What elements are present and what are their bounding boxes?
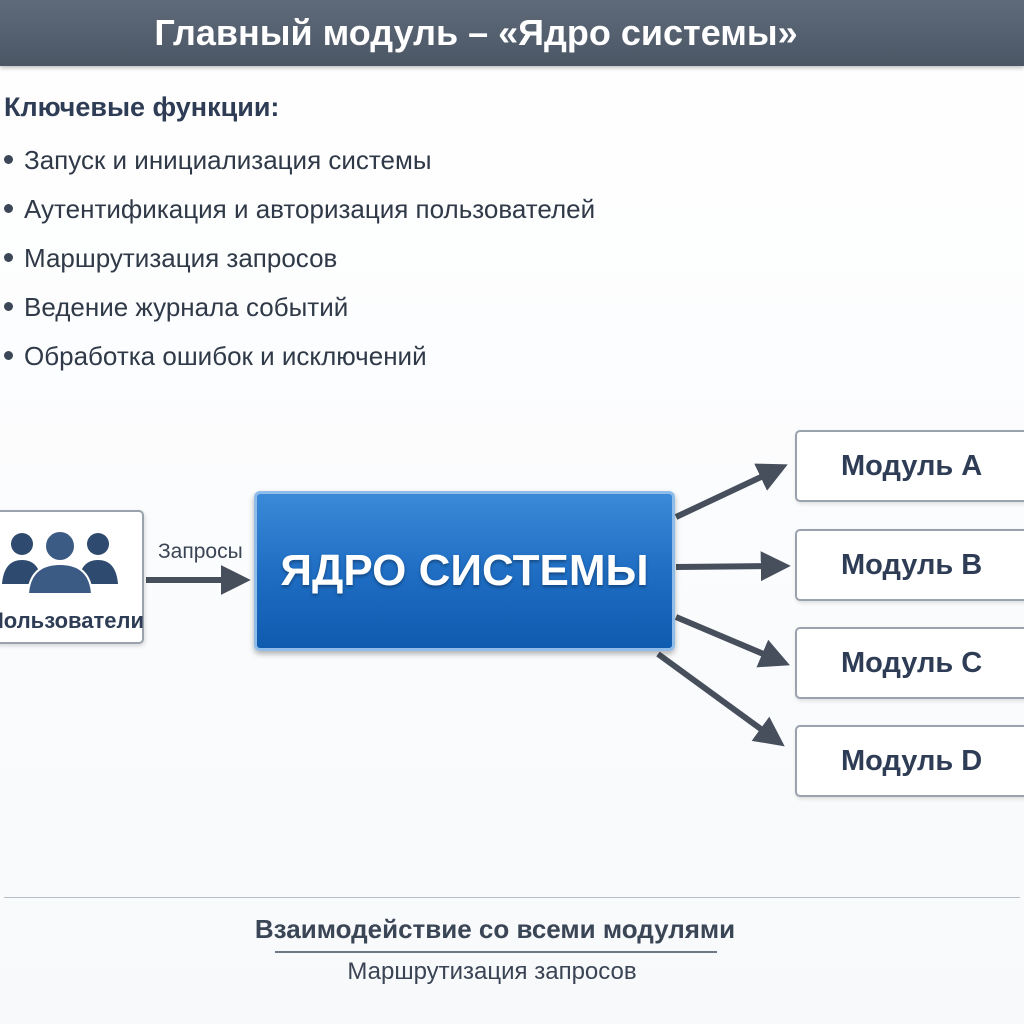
bullet-icon bbox=[4, 204, 13, 213]
module-label: Модуль C bbox=[841, 647, 983, 679]
module-node-c: Модуль C bbox=[795, 627, 1024, 699]
list-item: Запуск и инициализация системы bbox=[0, 140, 595, 189]
bullet-icon bbox=[4, 351, 13, 360]
bullet-icon bbox=[4, 155, 13, 164]
core-label: ЯДРО СИСТЕМЫ bbox=[280, 546, 649, 595]
module-node-b: Модуль B bbox=[795, 529, 1024, 601]
module-node-a: Модуль A bbox=[795, 430, 1024, 502]
module-label: Модуль B bbox=[841, 549, 983, 581]
list-item: Обработка ошибок и исключений bbox=[0, 336, 595, 385]
module-label: Модуль A bbox=[841, 450, 983, 482]
users-node: Пользователи bbox=[0, 510, 144, 644]
requests-edge-label: Запросы bbox=[158, 540, 243, 563]
function-text: Обработка ошибок и исключений bbox=[24, 341, 427, 371]
bullet-icon bbox=[4, 302, 13, 311]
list-item: Аутентификация и авторизация пользовател… bbox=[0, 189, 595, 238]
function-text: Запуск и инициализация системы bbox=[24, 145, 432, 175]
users-group-icon bbox=[2, 530, 118, 595]
arrow-module-d bbox=[656, 651, 785, 747]
function-text: Аутентификация и авторизация пользовател… bbox=[24, 194, 596, 224]
footer-title-underline bbox=[275, 951, 717, 953]
function-text: Маршрутизация запросов bbox=[24, 243, 338, 273]
footer-subtitle: Маршрутизация запросов bbox=[347, 958, 637, 985]
bullet-icon bbox=[4, 253, 13, 262]
arrow-module-b bbox=[675, 551, 791, 582]
arrow-module-a bbox=[674, 463, 788, 520]
functions-heading: Ключевые функции: bbox=[4, 92, 280, 122]
arrow-module-c bbox=[674, 614, 790, 668]
functions-list: Запуск и инициализация системы Аутентифи… bbox=[0, 140, 595, 385]
module-node-d: Модуль D bbox=[795, 725, 1024, 797]
list-item: Маршрутизация запросов bbox=[0, 238, 595, 287]
list-item: Ведение журнала событий bbox=[0, 287, 595, 336]
page-title: Главный модуль – «Ядро системы» bbox=[154, 12, 798, 53]
core-node: ЯДРО СИСТЕМЫ bbox=[254, 491, 675, 651]
users-label: Пользователи bbox=[0, 608, 144, 633]
module-label: Модуль D bbox=[841, 745, 983, 777]
header-bar: Главный модуль – «Ядро системы» bbox=[0, 0, 1024, 66]
footer-divider bbox=[4, 897, 1020, 898]
footer-title: Взаимодействие со всеми модулями bbox=[254, 914, 736, 944]
function-text: Ведение журнала событий bbox=[24, 292, 349, 322]
